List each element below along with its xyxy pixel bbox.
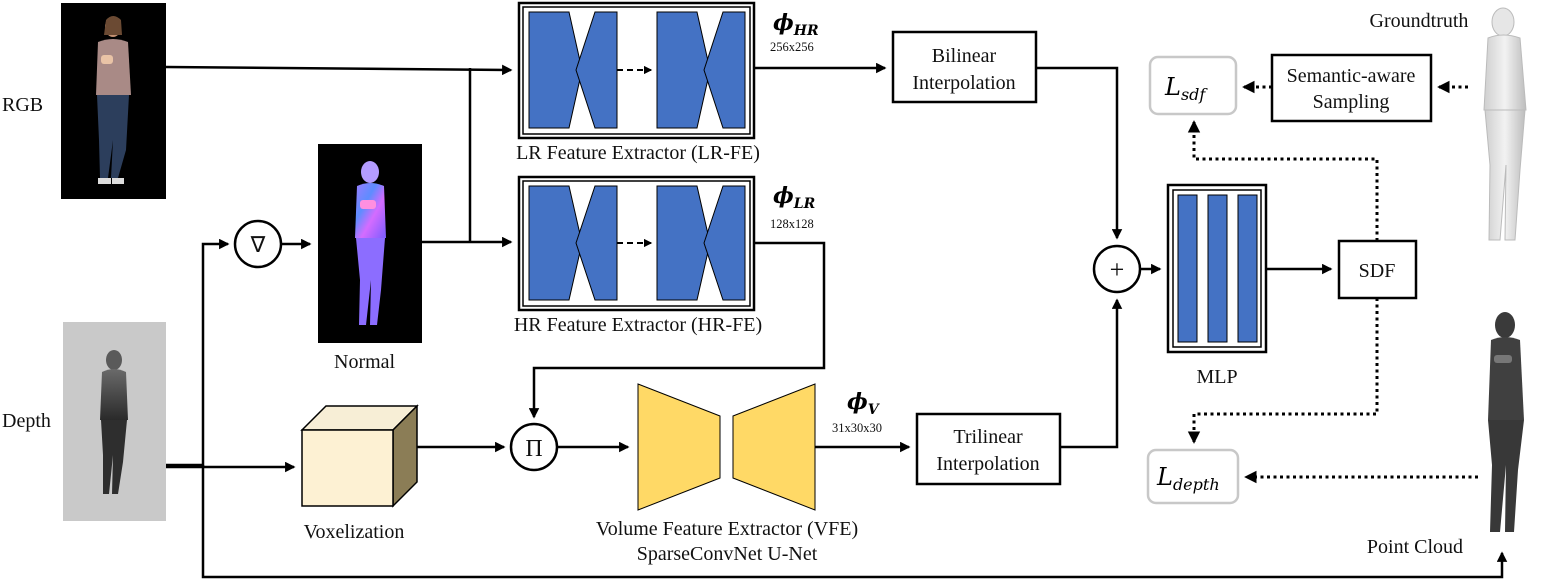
rgb-label: RGB	[2, 94, 43, 116]
lr-fe-label: LR Feature Extractor (LR-FE)	[516, 142, 760, 164]
sdf-label: SDF	[1359, 260, 1396, 282]
product-symbol: Π	[525, 436, 542, 462]
groundtruth-mesh	[1483, 7, 1527, 241]
normal-image	[318, 144, 422, 343]
semantic-line2: Sampling	[1313, 91, 1390, 113]
lr-feature-extractor	[517, 1, 756, 140]
semantic-line1: Semantic-aware	[1287, 65, 1416, 87]
voxel-cube	[300, 404, 419, 508]
mlp-layer-3	[1237, 194, 1258, 343]
mlp-block	[1166, 183, 1268, 354]
depth-image	[63, 322, 166, 521]
rgb-to-lrfe-arrow	[165, 64, 513, 76]
vfe-resolution: 31x30x30	[832, 421, 882, 435]
mlp-layer-1	[1177, 194, 1198, 343]
normal-label: Normal	[334, 351, 396, 373]
gradient-symbol: ∇	[250, 232, 266, 257]
lr-resolution: 256x256	[770, 40, 814, 54]
normal-person	[355, 161, 386, 325]
phi-v: ϕV	[847, 389, 881, 418]
bilinear-line1: Bilinear	[932, 45, 997, 67]
loss-sdf: Lsdf	[1164, 73, 1208, 104]
hr-encoder-2	[656, 185, 746, 301]
voxelization-label: Voxelization	[304, 521, 405, 543]
trilinear-to-sum-arrow	[1060, 298, 1123, 449]
connectors	[165, 62, 1508, 579]
bilinear-line2: Interpolation	[912, 72, 1015, 94]
sdf-to-ldepth-arrow	[1187, 298, 1379, 444]
mlp-label: MLP	[1196, 366, 1237, 388]
hr-encoder-1	[528, 185, 618, 301]
dotted-connectors	[1187, 80, 1478, 484]
depth-to-gradient-arrow	[166, 238, 230, 467]
hr-resolution: 128x128	[770, 217, 814, 231]
volume-feature-extractor	[637, 383, 816, 511]
bilinear-to-sum-arrow	[1036, 66, 1123, 240]
hr-feature-extractor	[517, 175, 756, 312]
sdf-to-lsdf-arrow	[1187, 120, 1379, 241]
trilinear-line2: Interpolation	[936, 453, 1039, 475]
semantic-sampling-box	[1270, 53, 1433, 123]
vfe-label-1: Volume Feature Extractor (VFE)	[596, 518, 858, 540]
depth-person	[100, 350, 128, 494]
rgb-person	[96, 16, 131, 184]
lr-encoder-1	[528, 11, 618, 129]
hr-fe-label: HR Feature Extractor (HR-FE)	[514, 314, 762, 336]
trilinear-line1: Trilinear	[953, 426, 1023, 448]
rgb-image	[61, 3, 166, 199]
point-cloud-label: Point Cloud	[1367, 536, 1463, 558]
vfe-label-2: SparseConvNet U-Net	[637, 543, 818, 565]
depth-to-pointcloud-arrow	[201, 465, 1508, 579]
sum-symbol: +	[1110, 255, 1125, 284]
loss-sdf-box	[1148, 55, 1238, 116]
phi-hr: ϕHR	[773, 10, 819, 39]
loss-depth: Ldepth	[1156, 463, 1220, 494]
point-cloud	[1488, 312, 1524, 532]
hrfe-to-product-arrow	[528, 241, 826, 419]
mlp-layer-2	[1207, 194, 1228, 343]
lr-encoder-2	[656, 11, 746, 129]
bilinear-box	[891, 30, 1038, 104]
trilinear-box	[915, 412, 1062, 486]
groundtruth-label: Groundtruth	[1370, 10, 1469, 32]
phi-lr: ϕLR	[773, 183, 815, 212]
depth-label: Depth	[2, 410, 51, 432]
loss-depth-box	[1146, 448, 1240, 505]
